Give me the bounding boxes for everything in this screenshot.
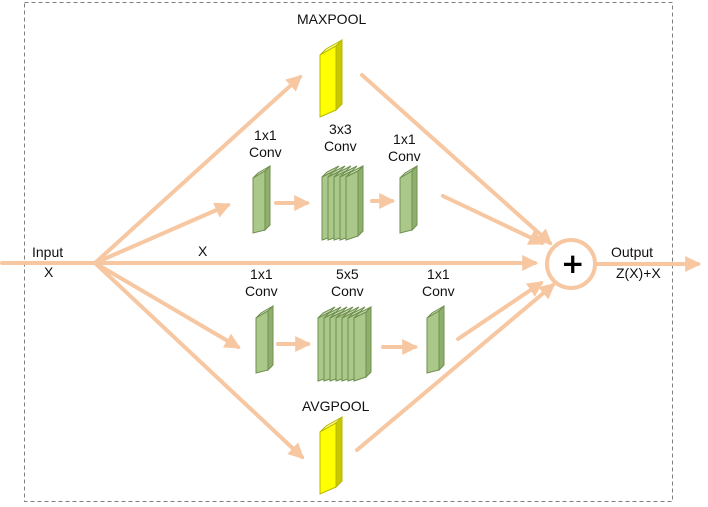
kernel-size: 1x1 — [250, 266, 273, 282]
add-operator-icon — [545, 238, 597, 290]
kernel-size: 5x5 — [336, 266, 359, 282]
arrow-branch1-to-add — [441, 194, 545, 245]
conv-label: Conv — [422, 283, 455, 299]
branch1-conv3x3 — [321, 164, 364, 241]
branch1-conv1x1-a — [252, 164, 271, 234]
branch1-conv1x1-b-label: 1x1 Conv — [388, 131, 421, 165]
branch1-conv1x1-b — [399, 164, 418, 234]
avgpool-block — [319, 415, 343, 495]
arrow-avgpool-to-add — [355, 282, 556, 452]
conv-label: Conv — [331, 283, 364, 299]
kernel-size: 1x1 — [427, 266, 450, 282]
maxpool-label: MAXPOOL — [297, 11, 367, 27]
conv-label: Conv — [249, 144, 282, 160]
conv-label: Conv — [324, 138, 357, 154]
output-label: Output — [611, 244, 654, 260]
branch2-conv1x1-b-label: 1x1 Conv — [422, 266, 455, 300]
arrow-to-avgpool — [93, 261, 305, 460]
dashed-frame — [24, 2, 673, 502]
arrow-to-maxpool — [93, 74, 303, 265]
branch2-conv5x5-label: 5x5 Conv — [331, 266, 364, 300]
arrows — [0, 73, 702, 460]
conv-label: Conv — [388, 148, 421, 164]
branch1-conv1x1-a-label: 1x1 Conv — [249, 127, 282, 161]
branch2-conv1x1-b — [426, 304, 445, 374]
kernel-size: 1x1 — [254, 127, 277, 143]
branch2-conv1x1-a-label: 1x1 Conv — [245, 266, 278, 300]
conv-label: Conv — [245, 283, 278, 299]
arrow-to-branch2 — [93, 261, 241, 349]
arrow-to-branch1 — [93, 202, 231, 265]
kernel-size: 3x3 — [329, 121, 352, 137]
output-formula-label: Z(X)+X — [616, 265, 661, 281]
arrow-branch2-to-add — [456, 281, 544, 341]
branch2-conv5x5 — [317, 305, 372, 382]
input-label: Input — [32, 244, 64, 260]
branch1-conv3x3-label: 3x3 Conv — [324, 121, 357, 155]
branch2-conv1x1-a — [255, 304, 274, 374]
input-var-label: X — [44, 264, 54, 280]
avgpool-label: AVGPOOL — [302, 398, 370, 414]
skip-label: X — [198, 243, 208, 259]
maxpool-block — [319, 38, 343, 118]
kernel-size: 1x1 — [393, 131, 416, 147]
plus-sign: + — [561, 247, 585, 280]
arrow-maxpool-to-add — [360, 73, 553, 246]
